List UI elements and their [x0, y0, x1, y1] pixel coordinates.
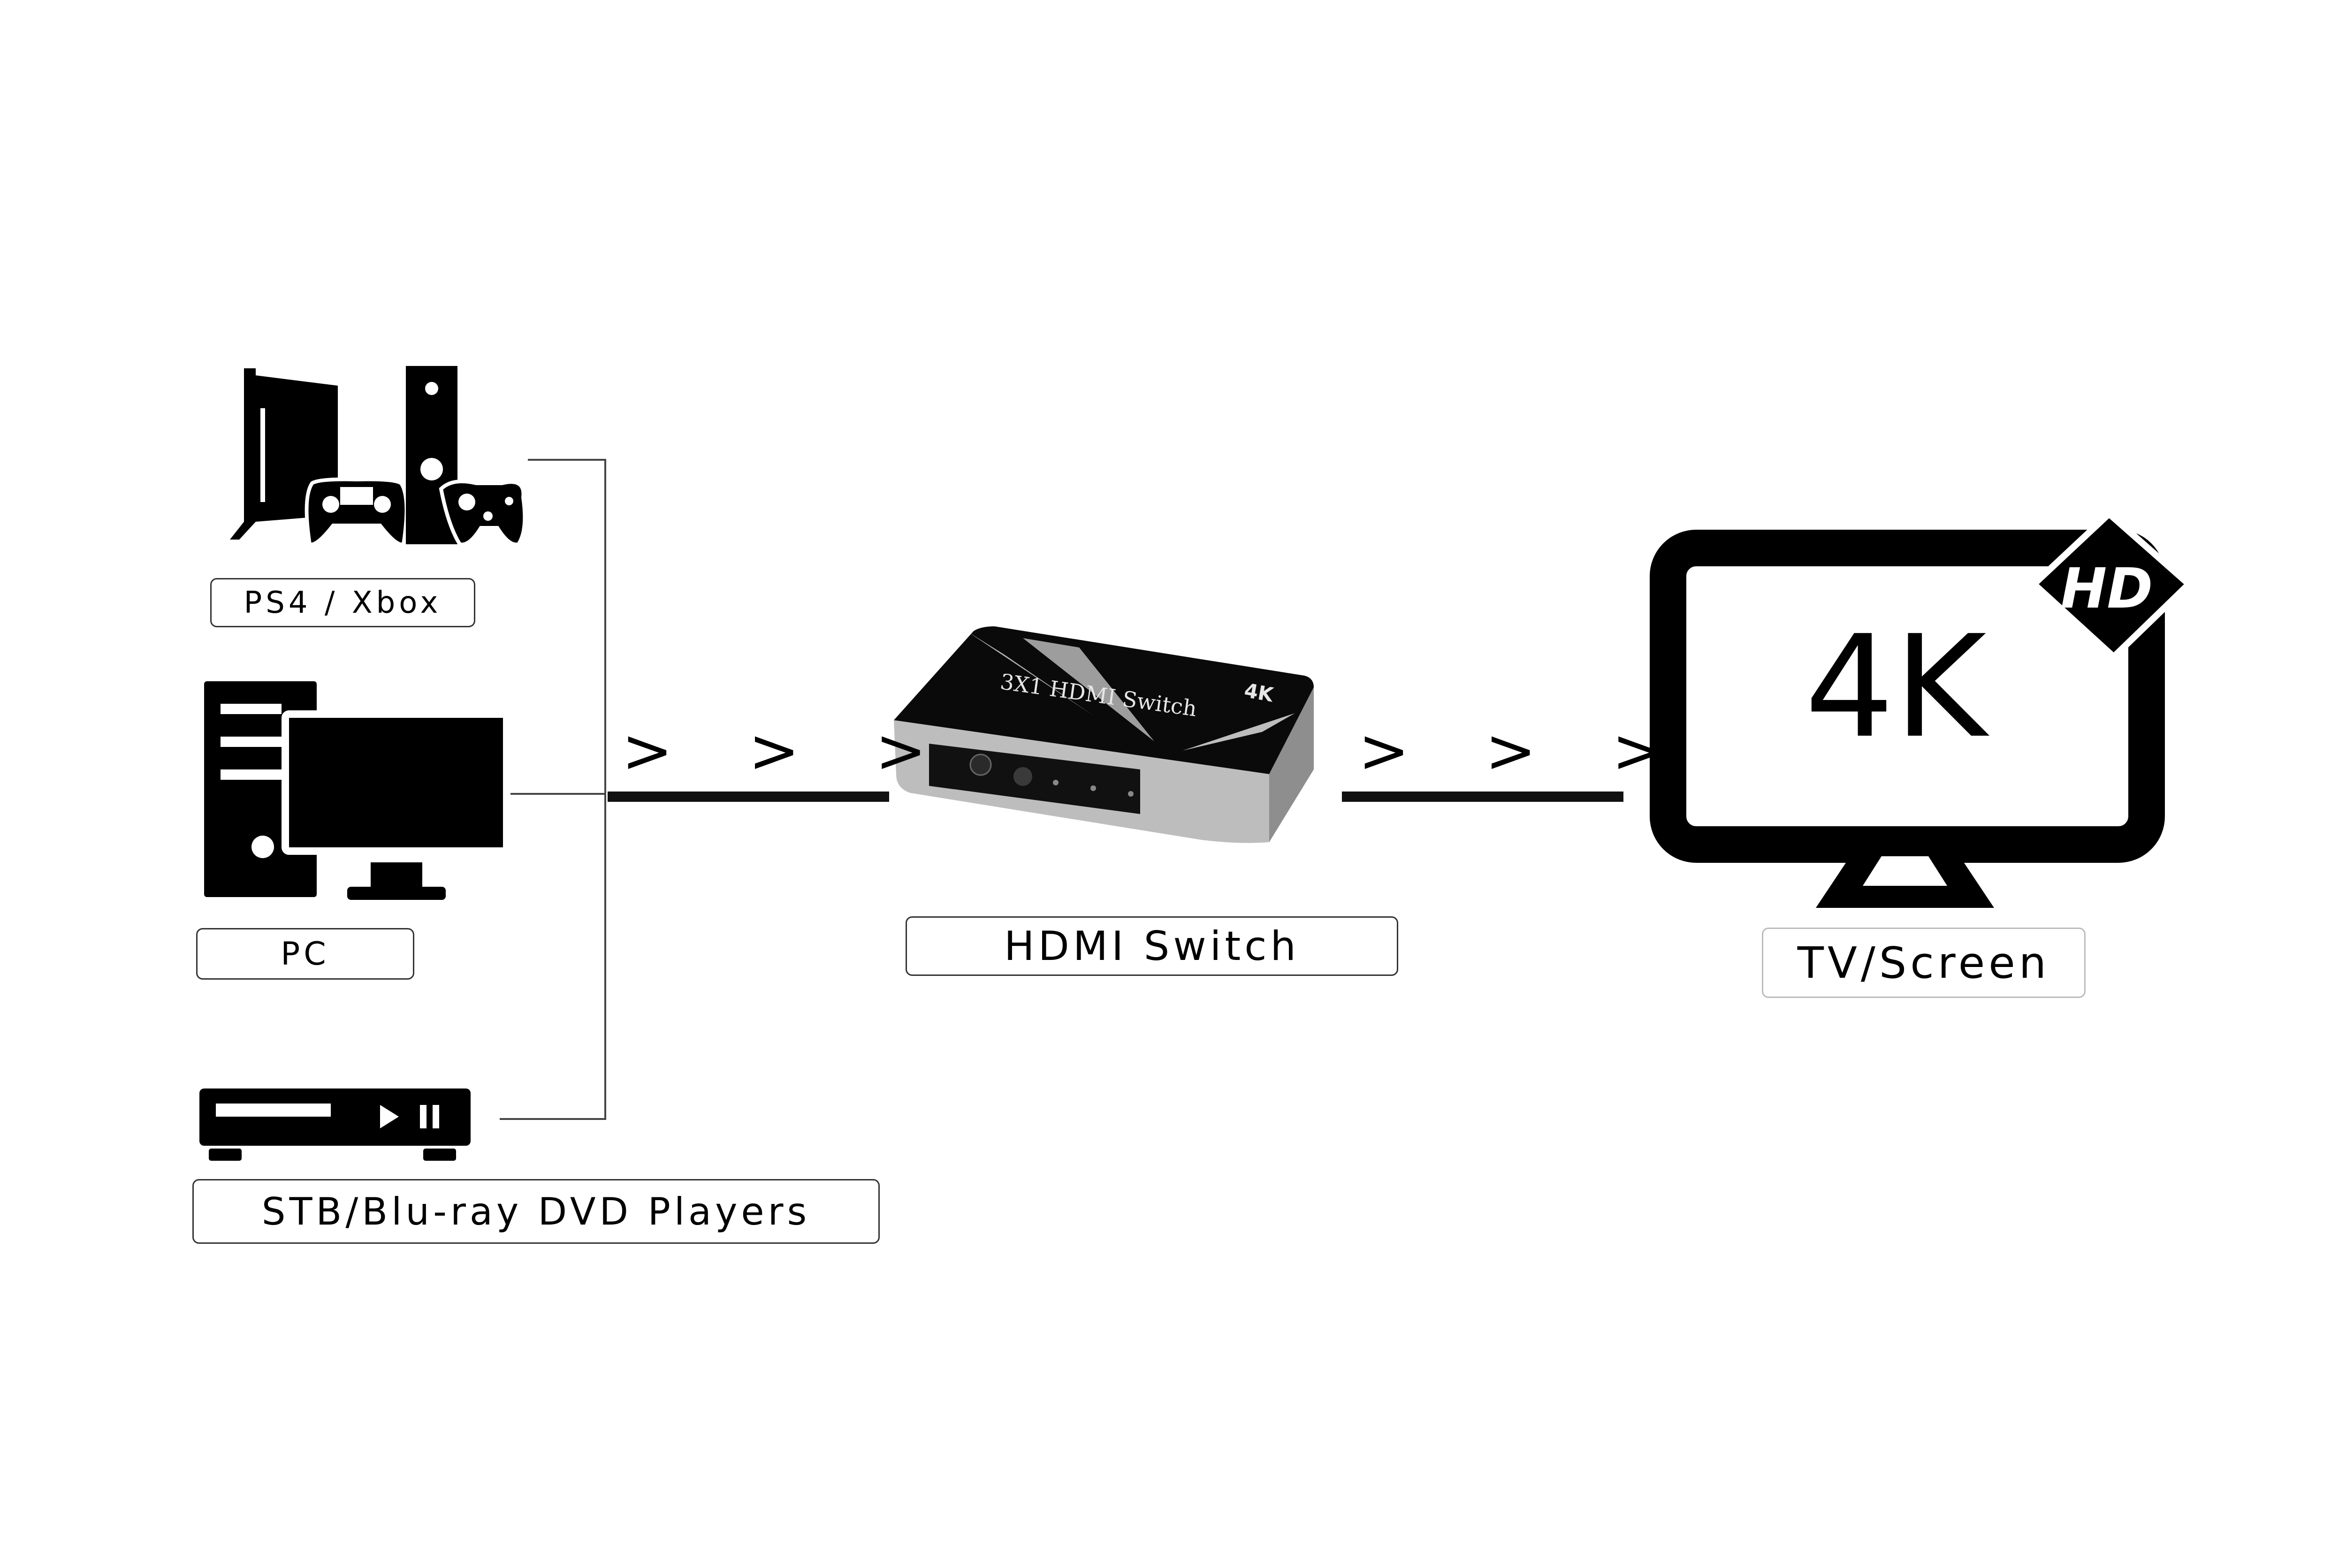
- dvd-player-icon: [199, 1088, 471, 1161]
- label-dvd-player: STB/Blu-ray DVD Players: [192, 1179, 880, 1244]
- hd-badge-text: HD: [2061, 556, 2153, 621]
- source-connectors: [495, 459, 606, 1120]
- xbox-controller-icon: [439, 480, 527, 547]
- tv-screen-text: 4K: [1805, 605, 1991, 769]
- label-pc: PC: [196, 928, 414, 980]
- hd-badge-icon: HD: [2029, 509, 2194, 662]
- label-hdmi-switch: HDMI Switch: [906, 916, 1398, 976]
- tv-icon: 4K: [1650, 530, 2165, 908]
- pc-monitor-icon: [282, 710, 510, 900]
- label-tv-screen: TV/Screen: [1762, 928, 2086, 998]
- label-console: PS4 / Xbox: [210, 578, 475, 627]
- ps4-controller-icon: [305, 477, 409, 547]
- switch-device-badge: 4K: [1242, 679, 1276, 707]
- arrows-left: > > >: [622, 715, 955, 786]
- arrows-right: > > >: [1358, 715, 1691, 786]
- hdmi-switch-device: 3X1 HDMI Switch 4K: [894, 626, 1314, 843]
